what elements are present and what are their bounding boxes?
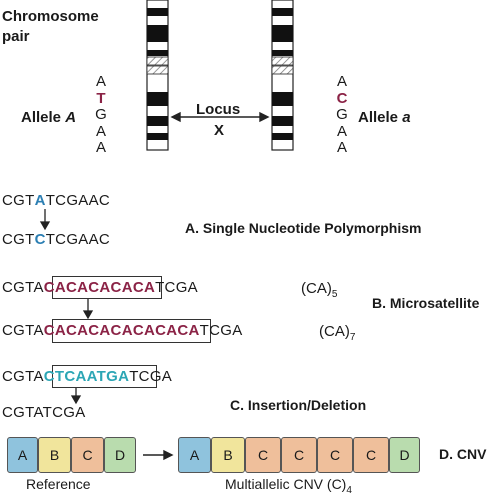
locus-arrow (170, 111, 270, 123)
cnv-multiallelic-block: C (245, 437, 281, 473)
cnv-reference-block: D (104, 437, 136, 473)
base: G (95, 106, 107, 123)
cnv-reference-label: Reference (26, 476, 91, 492)
cnv-reference-block: C (71, 437, 104, 473)
base-highlight: C (336, 89, 348, 107)
base: A (95, 139, 106, 156)
indel-arrow (70, 387, 82, 405)
base: A (95, 122, 106, 140)
cnv-title: D. CNV (439, 446, 487, 462)
cnv-multiallelic-block: C (353, 437, 389, 473)
microsatellite-title: B. Microsatellite (372, 295, 480, 311)
allele-right-bases: A C G A A (335, 73, 349, 157)
locus-label-line1: Locus (196, 101, 241, 118)
base: A (336, 73, 347, 90)
repeat-count-1: (CA)5 (301, 280, 338, 300)
chromosome-left (146, 0, 169, 151)
cnv-reference-block: A (7, 437, 38, 473)
allele-left-label: Allele A (21, 109, 77, 126)
snp-base: C (34, 231, 46, 248)
base: A (336, 122, 347, 140)
cnv-multiallelic-block: D (389, 437, 420, 473)
cnv-multiallelic-block: B (211, 437, 245, 473)
repeat-count-2: (CA)7 (319, 323, 356, 343)
inserted-region: CTCAATGA (43, 368, 130, 385)
cnv-reference-block: B (38, 437, 71, 473)
cnv-multiallelic-label: Multiallelic CNV (C)4 (225, 476, 352, 496)
indel-sequence-2: CGTATCGA (2, 404, 86, 421)
base: G (336, 106, 348, 123)
chromosome-pair-title-line1: Chromosome (2, 8, 99, 25)
microsatellite-sequence-2: CGTACACACACACACACATCGA (2, 322, 243, 339)
snp-arrow (39, 209, 51, 231)
chromosome-right (271, 0, 294, 151)
allele-left-bases: A T G A A (94, 73, 108, 157)
cnv-multiallelic-block: A (178, 437, 211, 473)
base: A (95, 73, 106, 90)
cnv-multiallelic-block: C (281, 437, 317, 473)
insertion-box (52, 365, 157, 388)
cnv-arrow (143, 449, 174, 461)
cnv-multiallelic-block: C (317, 437, 353, 473)
chromosome-pair-title-line2: pair (2, 28, 30, 45)
indel-title: C. Insertion/Deletion (230, 397, 367, 413)
indel-sequence-1: CGTACTCAATGATCGA (2, 368, 173, 385)
snp-sequence-1: CGTATCGAAC (2, 192, 111, 209)
locus-label-line2: X (214, 122, 225, 139)
repeat-region: CACACACACACACA (43, 322, 200, 339)
microsatellite-repeat-box-2 (52, 319, 211, 343)
base-highlight: T (96, 89, 106, 107)
snp-base: A (34, 192, 46, 209)
base: A (336, 139, 347, 156)
microsatellite-arrow (82, 299, 94, 320)
snp-sequence-2: CGTCTCGAAC (2, 231, 111, 248)
microsatellite-repeat-box-1 (52, 276, 162, 299)
snp-title: A. Single Nucleotide Polymorphism (185, 220, 422, 236)
microsatellite-sequence-1: CGTACACACACACATCGA (2, 279, 198, 296)
allele-right-label: Allele a (358, 109, 411, 126)
repeat-region: CACACACACA (43, 279, 156, 296)
